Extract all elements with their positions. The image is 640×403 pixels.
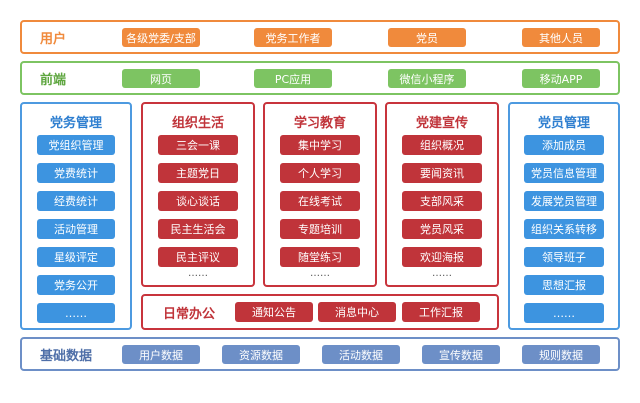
base-data-label: 基础数据 [40,348,93,364]
org-life-more: …… [188,268,208,279]
members-item: 组织关系转移 [524,219,604,239]
office-item: 工作汇报 [402,302,480,322]
user-type-chip: 党员 [388,28,466,47]
office-panel: 日常办公 通知公告 消息中心 工作汇报 [141,294,499,330]
members-item: 领导班子 [524,247,604,267]
publicity-panel: 党建宣传 组织概况 要闻资讯 支部风采 党员风采 欢迎海报 …… [385,102,499,287]
study-item: 在线考试 [280,191,360,211]
frontend-channel-chip: 网页 [122,69,200,88]
org-life-title: 组织生活 [171,116,224,131]
party-affairs-item: 经费统计 [37,191,115,211]
base-data-chip: 规则数据 [522,345,600,364]
org-life-panel: 组织生活 三会一课 主题党日 谈心谈话 民主生活会 民主评议 …… [141,102,255,287]
party-affairs-panel: 党务管理 党组织管理 党费统计 经费统计 活动管理 星级评定 党务公开 …… [20,102,132,330]
frontend-row-label: 前端 [40,72,67,88]
base-data-chip: 活动数据 [322,345,400,364]
publicity-item: 欢迎海报 [402,247,482,267]
frontend-channel-chip: PC应用 [254,69,332,88]
base-data-chip: 宣传数据 [422,345,500,364]
user-type-chip: 党务工作者 [254,28,332,47]
members-item: 思想汇报 [524,275,604,295]
study-item: 个人学习 [280,163,360,183]
party-affairs-more: …… [37,303,115,323]
study-panel: 学习教育 集中学习 个人学习 在线考试 专题培训 随堂练习 …… [263,102,377,287]
publicity-item: 要闻资讯 [402,163,482,183]
office-item: 通知公告 [235,302,313,322]
org-life-item: 民主评议 [158,247,238,267]
org-life-item: 三会一课 [158,135,238,155]
party-affairs-item: 党务公开 [37,275,115,295]
office-item: 消息中心 [318,302,396,322]
members-more: …… [524,303,604,323]
org-life-item: 谈心谈话 [158,191,238,211]
members-item: 党员信息管理 [524,163,604,183]
members-title: 党员管理 [537,116,590,131]
user-type-chip: 各级党委/支部 [122,28,200,47]
users-row: 用户 各级党委/支部 党务工作者 党员 其他人员 [20,20,620,54]
study-more: …… [310,268,330,279]
party-affairs-title: 党务管理 [49,116,102,131]
users-row-label: 用户 [40,31,67,47]
org-life-item: 民主生活会 [158,219,238,239]
members-item: 发展党员管理 [524,191,604,211]
office-title: 日常办公 [163,306,216,322]
study-item: 集中学习 [280,135,360,155]
publicity-more: …… [432,268,452,279]
org-life-item: 主题党日 [158,163,238,183]
study-item: 随堂练习 [280,247,360,267]
base-data-chip: 资源数据 [222,345,300,364]
user-type-chip: 其他人员 [522,28,600,47]
members-item: 添加成员 [524,135,604,155]
publicity-item: 组织概况 [402,135,482,155]
publicity-item: 支部风采 [402,191,482,211]
party-affairs-item: 党组织管理 [37,135,115,155]
publicity-title: 党建宣传 [415,116,468,131]
frontend-row: 前端 网页 PC应用 微信小程序 移动APP [20,61,620,95]
study-item: 专题培训 [280,219,360,239]
publicity-item: 党员风采 [402,219,482,239]
members-panel: 党员管理 添加成员 党员信息管理 发展党员管理 组织关系转移 领导班子 思想汇报… [508,102,620,330]
base-data-row: 基础数据 用户数据 资源数据 活动数据 宣传数据 规则数据 [20,337,620,371]
study-title: 学习教育 [293,116,346,131]
frontend-channel-chip: 移动APP [522,69,600,88]
party-affairs-item: 活动管理 [37,219,115,239]
frontend-channel-chip: 微信小程序 [388,69,466,88]
base-data-chip: 用户数据 [122,345,200,364]
party-affairs-item: 党费统计 [37,163,115,183]
party-affairs-item: 星级评定 [37,247,115,267]
